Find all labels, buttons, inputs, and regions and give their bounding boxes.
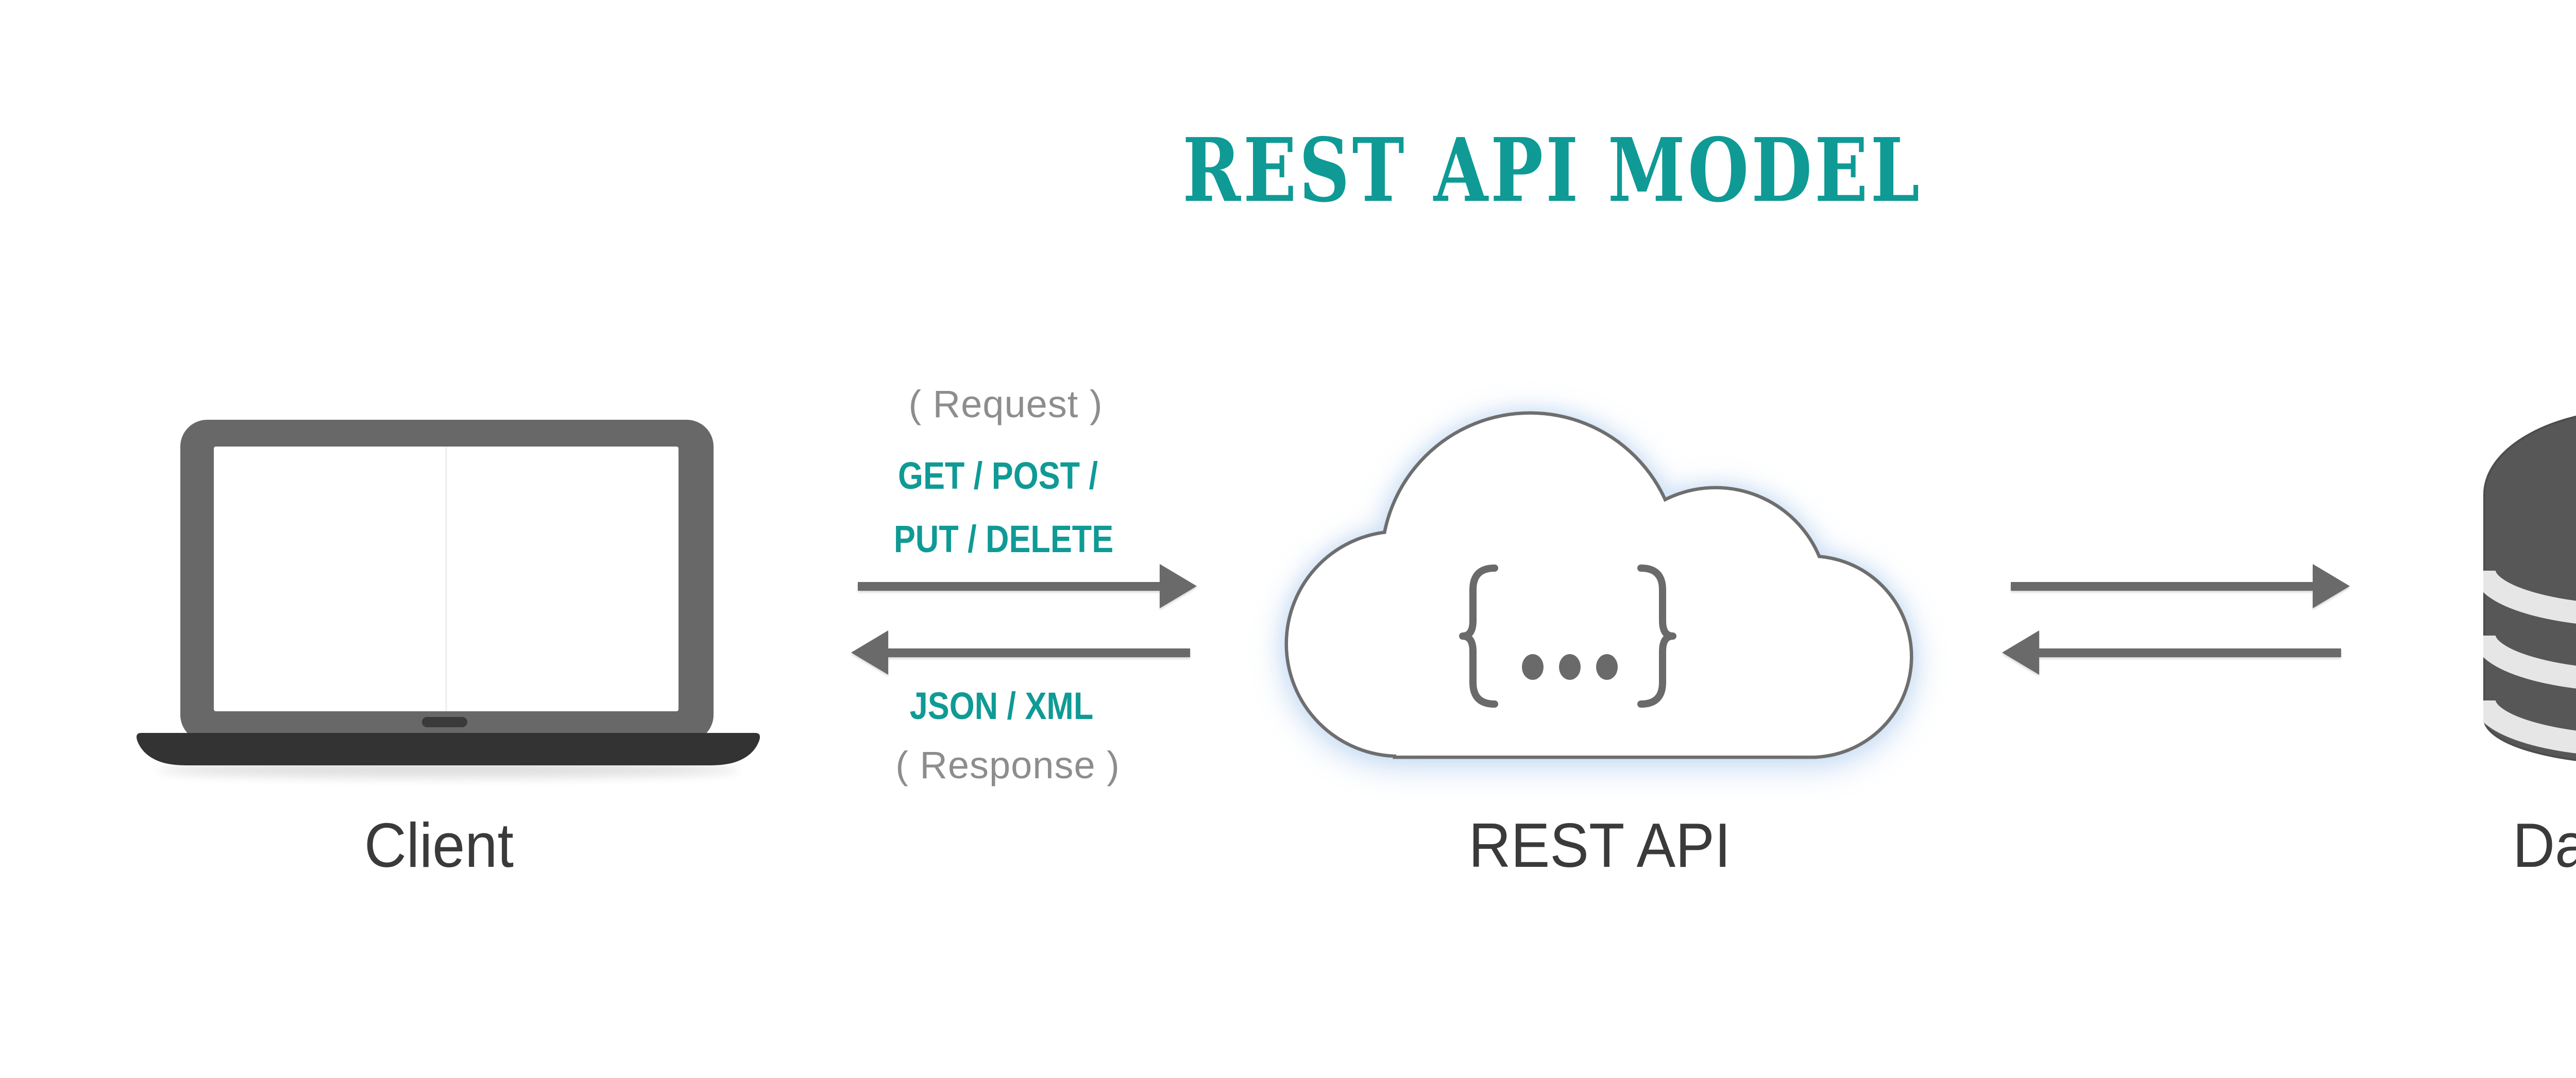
laptop-icon [137, 420, 760, 778]
response-arrow-left-icon [851, 630, 1190, 675]
cloud-icon [1284, 411, 1913, 759]
request-arrow-right-icon [858, 564, 1197, 608]
database-gap-band [2483, 635, 2576, 689]
response-caption: ( Response ) [895, 744, 1120, 786]
database-label: Database [2513, 810, 2576, 880]
left-brace-icon [1459, 564, 1498, 708]
request-methods-line2: PUT / DELETE [893, 518, 1114, 560]
laptop-base [137, 733, 760, 765]
laptop-hinge-notch [422, 717, 467, 727]
request-methods-line1: GET / POST / [898, 454, 1098, 497]
database-icon [2483, 415, 2576, 761]
page-title: REST API MODEL [1182, 119, 1922, 222]
response-formats-label: JSON / XML [909, 685, 1094, 727]
api-to-database-arrow-right-icon [2011, 564, 2350, 608]
three-dots-icon [1522, 654, 1618, 680]
laptop-shadow [157, 762, 739, 778]
database-gap-band [2483, 570, 2576, 624]
database-to-api-arrow-left-icon [2002, 630, 2341, 675]
rest-api-label: REST API [1468, 810, 1731, 880]
request-caption: ( Request ) [908, 383, 1103, 425]
database-gap-band [2483, 699, 2576, 754]
right-brace-icon [1637, 564, 1676, 708]
curly-braces-code-icon [1459, 564, 1676, 708]
client-label: Client [364, 810, 514, 880]
